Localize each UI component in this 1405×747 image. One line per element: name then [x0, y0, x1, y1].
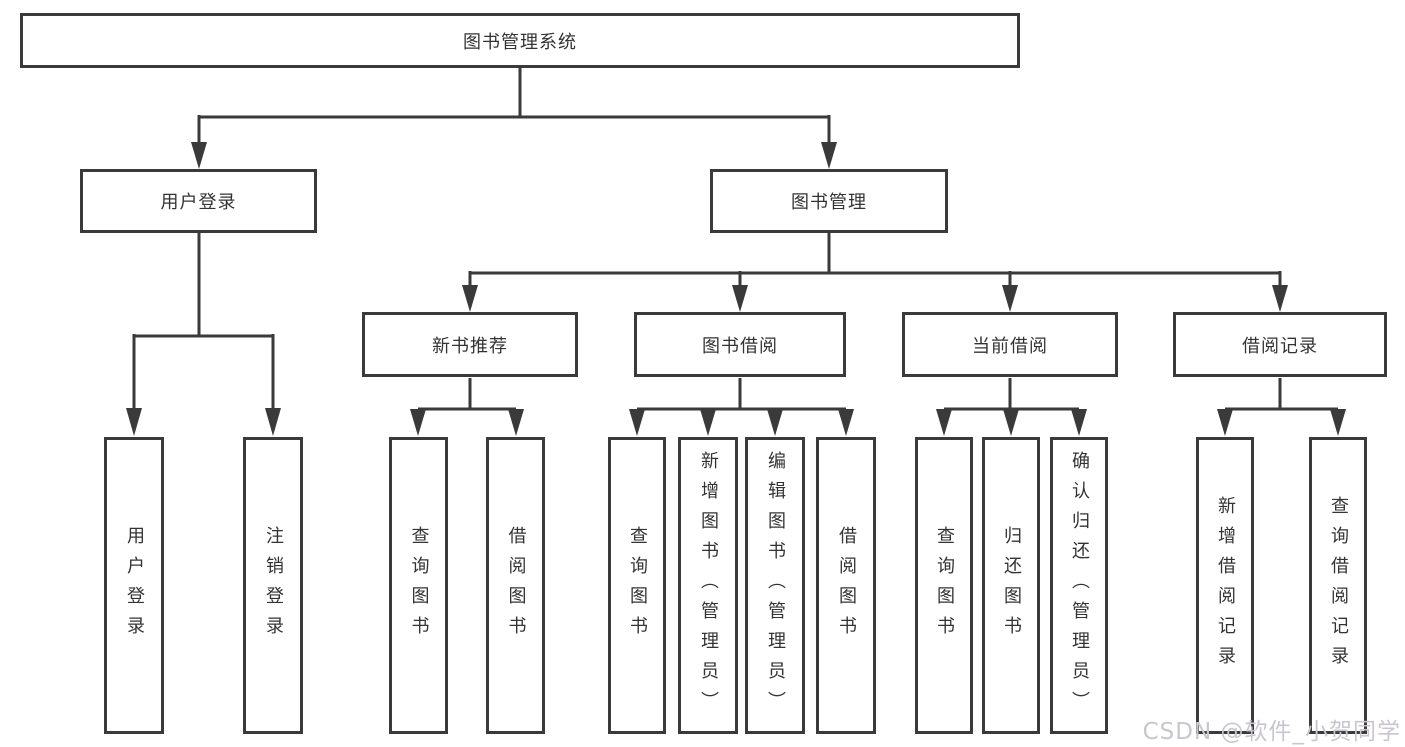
- node-leaf-return-book: 归还图书: [982, 437, 1040, 734]
- node-leaf-user-login: 用户登录: [104, 437, 164, 734]
- connector-book-mgmt-branch: [468, 233, 1282, 287]
- node-leaf-query-book-1: 查询图书: [389, 437, 448, 734]
- node-leaf-edit-book: 编辑图书（管理员）: [745, 437, 805, 734]
- node-leaf-confirm-return: 确认归还（管理员）: [1050, 437, 1108, 734]
- connector-borrow-records-branch: [1225, 378, 1338, 411]
- node-leaf-add-book: 新增图书（管理员）: [678, 437, 738, 734]
- connector-new-book-rec-branch: [418, 378, 516, 411]
- arrowheads: [126, 142, 1346, 436]
- connector-user-login-branch: [132, 233, 275, 410]
- node-root: 图书管理系统: [20, 13, 1020, 68]
- connector-root-to-level2: [197, 68, 831, 144]
- node-leaf-borrow-book-1: 借阅图书: [486, 437, 545, 734]
- node-user-login: 用户登录: [80, 169, 317, 233]
- node-leaf-borrow-book-2: 借阅图书: [816, 437, 876, 734]
- node-borrow-records: 借阅记录: [1173, 312, 1387, 377]
- csdn-watermark: CSDN @软件_小贺同学: [1142, 719, 1401, 745]
- node-new-book-rec: 新书推荐: [362, 312, 578, 377]
- node-leaf-query-book-3: 查询图书: [915, 437, 973, 734]
- node-book-mgmt: 图书管理: [710, 169, 948, 233]
- connector-book-borrow-branch: [637, 378, 846, 411]
- node-leaf-query-record: 查询借阅记录: [1309, 437, 1367, 734]
- node-leaf-query-book-2: 查询图书: [608, 437, 666, 734]
- connector-current-borrow-branch: [944, 378, 1079, 411]
- node-book-borrow: 图书借阅: [634, 312, 846, 377]
- node-leaf-logout: 注销登录: [243, 437, 303, 734]
- node-leaf-add-record: 新增借阅记录: [1196, 437, 1254, 734]
- node-current-borrow: 当前借阅: [902, 312, 1118, 377]
